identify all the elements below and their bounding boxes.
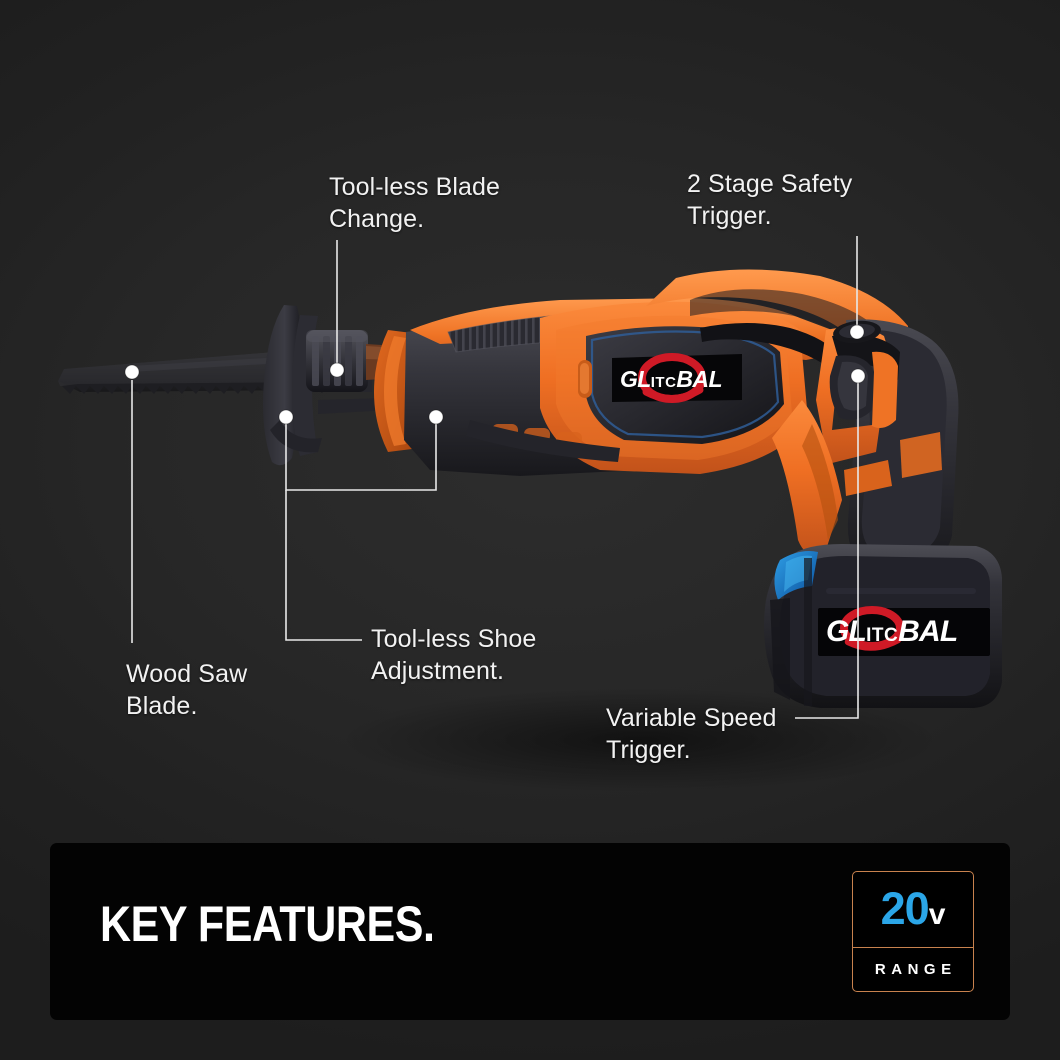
- badge-voltage-value: 20v: [881, 886, 946, 931]
- banner-title: KEY FEATURES.: [100, 896, 435, 952]
- badge-voltage-unit: v: [928, 898, 946, 931]
- callout-wood-saw-blade: Wood Saw Blade.: [126, 660, 248, 720]
- callout-tool-less-shoe-adjustment: Tool-less Shoe Adjustment.: [371, 625, 537, 685]
- badge-voltage-number: 20: [880, 883, 930, 934]
- badge-range-label: RANGE: [874, 961, 957, 978]
- body-logo-middle: ITC: [650, 374, 677, 391]
- tool-body-graphic: [404, 269, 959, 572]
- badge-range-row: RANGE: [853, 948, 973, 991]
- callout-variable-speed-trigger: Variable Speed Trigger.: [606, 704, 777, 764]
- battery-brand-logo: GLITCBAL: [826, 616, 986, 648]
- battery-logo-prefix: GL: [826, 615, 867, 648]
- key-features-banner: KEY FEATURES. 20v RANGE: [50, 843, 1010, 1020]
- callout-tool-less-blade-change: Tool-less Blade Change.: [329, 173, 501, 233]
- battery-logo-middle: ITC: [866, 625, 899, 646]
- saw-blade-graphic: [58, 350, 372, 394]
- callout-two-stage-safety-trigger: 2 Stage Safety Trigger.: [687, 170, 853, 230]
- badge-voltage-row: 20v: [853, 872, 973, 948]
- battery-logo-suffix: BAL: [898, 615, 958, 648]
- body-brand-logo: GLITCBAL: [620, 366, 738, 392]
- body-logo-prefix: GL: [620, 366, 651, 392]
- body-logo-plate-graphic: [612, 353, 742, 403]
- body-logo-suffix: BAL: [676, 366, 722, 392]
- voltage-range-badge: 20v RANGE: [852, 871, 974, 992]
